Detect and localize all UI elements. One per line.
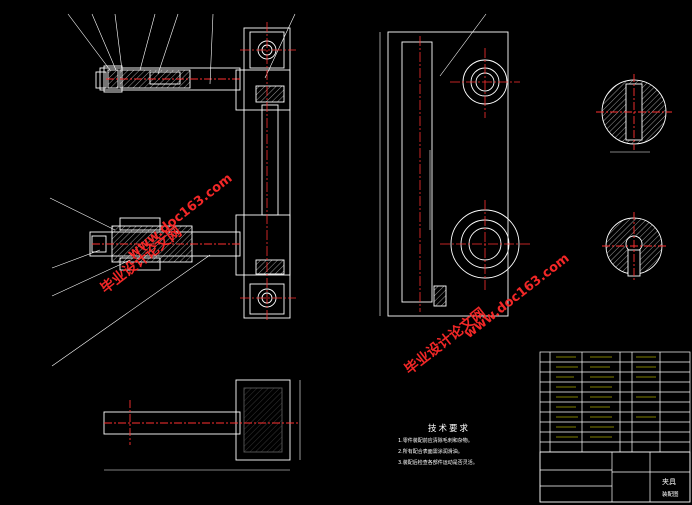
bottom-side-view — [103, 379, 301, 471]
parts-list-table — [539, 351, 691, 503]
link-leaders — [439, 13, 487, 77]
section-view-b — [602, 212, 666, 280]
technical-note: 3.装配后检查各部件运动是否灵活。 — [398, 460, 478, 466]
mid-leaders — [49, 197, 211, 367]
technical-note: 1.零件装配前应清除毛刺和杂物。 — [398, 438, 473, 444]
parts-list-entries — [556, 356, 656, 438]
link-part-view — [379, 31, 520, 317]
title-block-drawing-label: 装配图 — [662, 492, 679, 498]
arm-center-lines — [240, 22, 296, 320]
technical-note: 2.所有配合表面需涂润滑油。 — [398, 449, 463, 455]
top-shaft-assembly — [95, 65, 241, 93]
technical-requirements-title: 技术要求 — [428, 424, 471, 434]
title-block-part-name: 夹具 — [662, 478, 676, 486]
mid-shaft-assembly — [89, 217, 241, 271]
top-leaders — [67, 13, 296, 85]
clamp-arm-front-view — [235, 27, 291, 319]
section-view-a — [596, 74, 672, 153]
link-center-lines — [419, 36, 530, 312]
